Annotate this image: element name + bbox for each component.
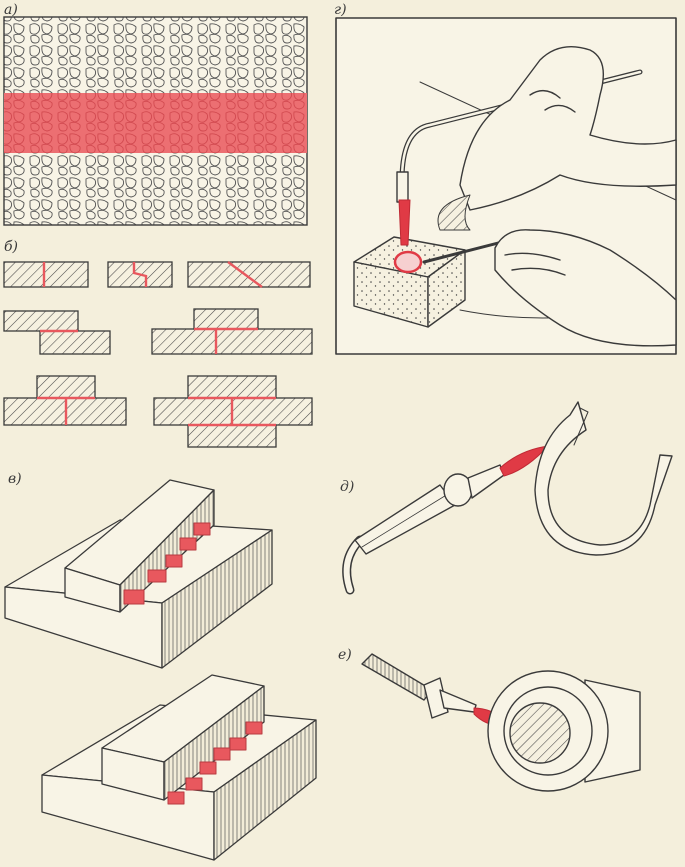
label-d: д): [340, 479, 354, 495]
welding-torch-icon: [342, 445, 549, 595]
solder-pieces-lower: [167, 721, 263, 805]
panel-b-joint-types: [3, 261, 313, 448]
hand-icon: [459, 46, 677, 211]
heated-ring: [393, 250, 423, 274]
panel-d-torch-ring: [342, 401, 673, 595]
strap-joint-left: [151, 328, 217, 355]
label-g: г): [334, 2, 347, 18]
panel-e-torch-bushing: [361, 653, 641, 792]
double-strap-top: [187, 375, 277, 399]
lap-joint-bottom: [39, 330, 111, 355]
double-strap-left: [153, 397, 233, 426]
lower-block-assembly: [41, 674, 317, 861]
strap-joint-right: [215, 328, 313, 355]
label-v: в): [8, 471, 22, 487]
solder-layer-band: [4, 93, 307, 153]
tee-joint-cover: [36, 375, 96, 399]
strap-joint-cover: [193, 308, 259, 330]
lap-joint-top: [3, 310, 79, 332]
second-hand-icon: [494, 229, 677, 347]
label-e: е): [338, 647, 352, 663]
label-b: б): [4, 239, 18, 255]
tee-joint-right: [65, 397, 127, 426]
ring-part-icon: [534, 401, 673, 556]
upper-block-assembly: [4, 479, 273, 669]
torch-nozzle: [396, 171, 409, 203]
double-strap-right: [231, 397, 313, 426]
solder-pieces-upper: [123, 522, 211, 605]
tee-joint-left: [3, 397, 67, 426]
torch-flame: [398, 199, 411, 246]
double-strap-bottom: [187, 424, 277, 448]
label-a: а): [4, 2, 18, 18]
panel-v-solder-placement: [4, 479, 317, 861]
panel-g-hand-soldering: [335, 17, 677, 355]
panel-a-microstructure: [3, 16, 308, 226]
bushing-part: [487, 670, 641, 792]
scarf-joint: [187, 261, 311, 288]
butt-joint: [3, 261, 89, 288]
